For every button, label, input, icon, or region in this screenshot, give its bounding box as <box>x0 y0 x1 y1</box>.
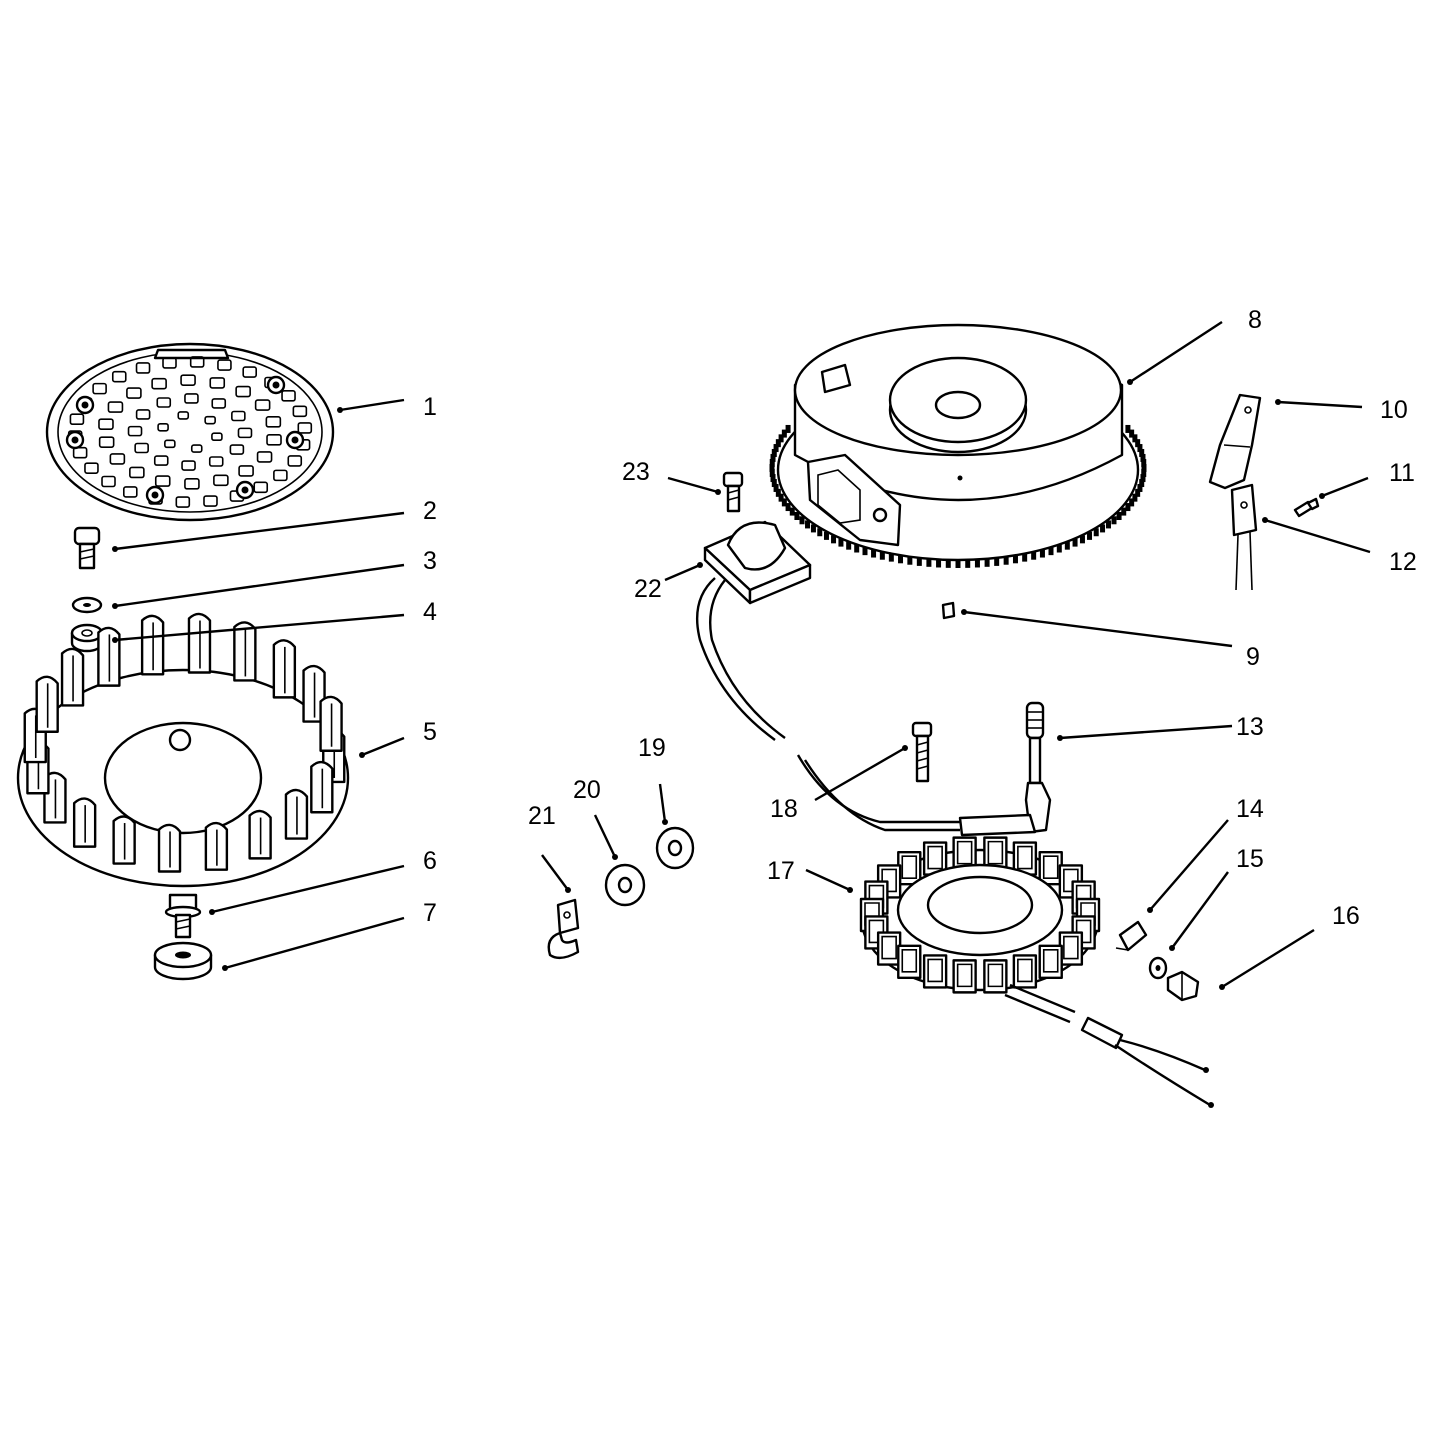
part-spark-plug-terminal-13 <box>1024 701 1052 834</box>
callout-23: 23 <box>622 458 650 486</box>
callout-2: 2 <box>423 497 437 525</box>
part-flange-bolt-6 <box>164 893 202 939</box>
callout-leaders <box>112 320 1371 990</box>
callout-22: 22 <box>634 575 662 603</box>
callout-13: 13 <box>1236 713 1264 741</box>
callout-3: 3 <box>423 547 437 575</box>
part-flywheel <box>769 323 1147 568</box>
part-washer-19 <box>655 826 695 870</box>
part-bolt-2 <box>73 526 101 570</box>
callout-5: 5 <box>423 718 437 746</box>
callout-17: 17 <box>767 857 795 885</box>
callout-16: 16 <box>1332 902 1360 930</box>
callout-numbers: 1 2 3 4 5 6 7 8 9 10 11 12 13 14 15 16 1… <box>423 306 1417 930</box>
callout-18: 18 <box>770 795 798 823</box>
part-grass-screen <box>45 342 335 522</box>
part-spacer-20 <box>604 863 646 907</box>
part-clamp-21 <box>547 898 580 960</box>
part-key-9 <box>941 601 956 620</box>
part-washer-3 <box>71 596 103 614</box>
part-connector-12 <box>1230 483 1258 591</box>
callout-11: 11 <box>1389 459 1415 487</box>
callout-6: 6 <box>423 847 437 875</box>
callout-4: 4 <box>423 598 437 626</box>
part-washer-15 <box>1148 956 1168 980</box>
callout-10: 10 <box>1380 396 1408 424</box>
part-bolt-16 <box>1166 970 1200 1002</box>
callout-8: 8 <box>1248 306 1262 334</box>
callout-14: 14 <box>1236 795 1264 823</box>
callout-7: 7 <box>423 899 437 927</box>
part-screw-11 <box>1293 497 1320 518</box>
callout-12: 12 <box>1389 548 1417 576</box>
callout-19: 19 <box>638 734 666 762</box>
callout-9: 9 <box>1246 643 1260 671</box>
part-stator <box>859 836 1214 1108</box>
callout-21: 21 <box>528 802 556 830</box>
callout-20: 20 <box>573 776 601 804</box>
part-bracket-10 <box>1208 393 1262 490</box>
callout-1: 1 <box>423 393 437 421</box>
part-screw-23 <box>722 471 744 513</box>
callout-15: 15 <box>1236 845 1264 873</box>
part-washer-7 <box>153 941 213 981</box>
part-ignition-module-22 <box>696 520 1037 837</box>
part-clip-14 <box>1115 920 1148 952</box>
part-screw-18 <box>911 721 933 783</box>
part-fan <box>16 612 350 888</box>
